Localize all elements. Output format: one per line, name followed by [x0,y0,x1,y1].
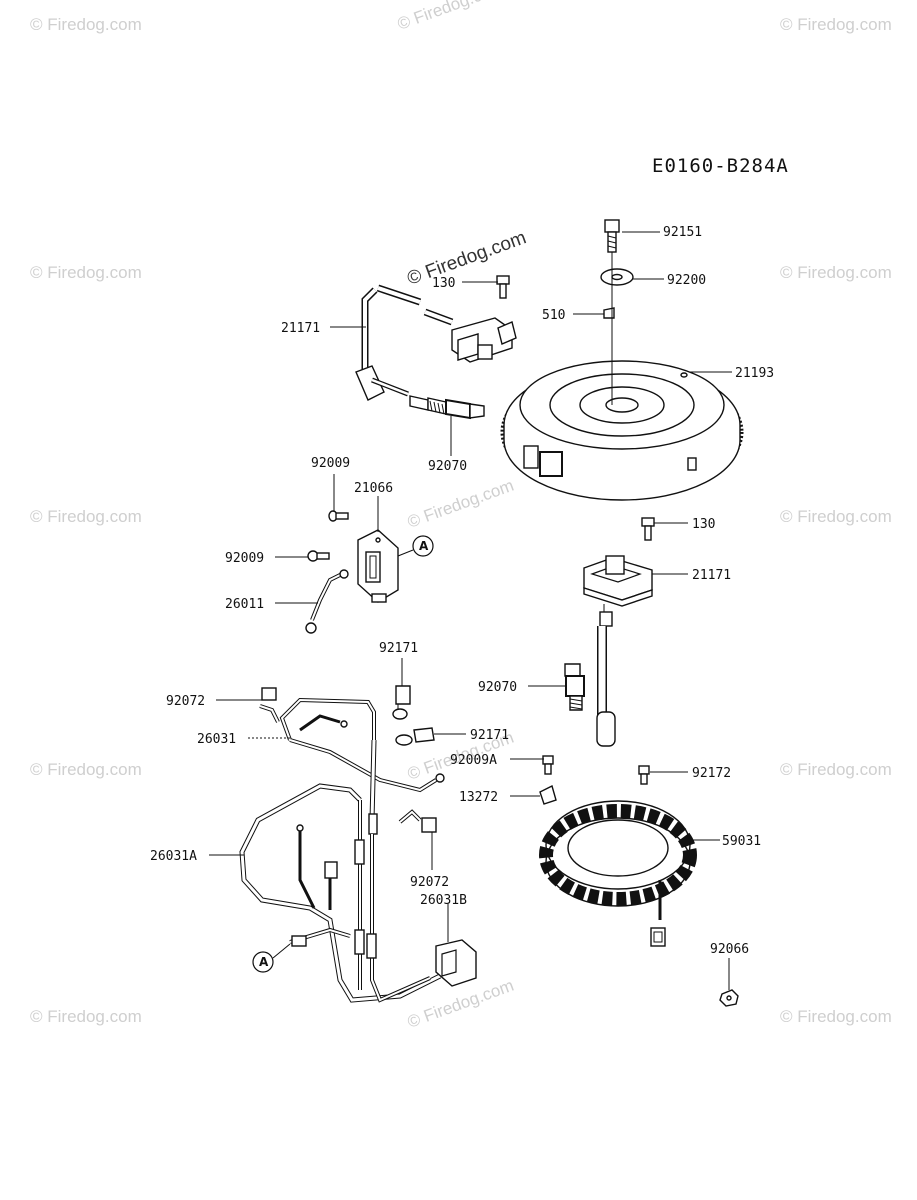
label-92171-top: 92171 [379,641,418,656]
watermark: © Firedog.com [30,263,142,282]
connector-92072-bottom [398,809,437,833]
washer-92200 [600,268,634,286]
wiring-harness-26031A [239,783,442,1003]
bolt-130-top [496,275,510,299]
svg-text:A: A [259,955,269,969]
bolt-92151 [604,219,620,253]
ignition-module-21066 [357,529,399,603]
terminal-92171-top [392,685,411,720]
label-26031B: 26031B [420,893,467,908]
label-21193: 21193 [735,366,774,381]
label-13272: 13272 [459,790,498,805]
label-21171-mid: 21171 [692,568,731,583]
label-92200: 92200 [667,273,706,288]
diagram-code: E0160-B284A [652,155,789,177]
label-26031: 26031 [197,732,236,747]
label-92009-mid: 92009 [225,551,264,566]
watermark: © Firedog.com [30,507,142,526]
spark-plug-92070-mid [564,663,585,711]
reference-marker-a-top: A [397,535,434,557]
label-92070-mid: 92070 [478,680,517,695]
watermark: © Firedog.com [405,476,516,532]
part-labels: 92151 92200 510 130 21171 21193 92070 92… [150,225,774,957]
watermark: © Firedog.com [780,1007,892,1026]
watermark: © Firedog.com [780,15,892,34]
screw-92172 [638,765,650,785]
watermark: © Firedog.com [780,507,892,526]
label-92172: 92172 [692,766,731,781]
label-92009-top: 92009 [311,456,350,471]
watermark: © Firedog.com [395,0,506,34]
watermark-center: © Firedog.com [405,227,530,289]
label-92066: 92066 [710,942,749,957]
label-92072-bottom: 92072 [410,875,449,890]
wiring-harness-26031B [289,834,477,1003]
screw-92009-top [328,510,349,522]
plate-13272 [539,784,557,805]
svg-text:A: A [419,539,429,553]
leader-lines [209,231,732,990]
terminal-92171-mid [395,727,435,746]
label-59031: 59031 [722,834,761,849]
watermark: © Firedog.com [780,760,892,779]
screw-92009A [542,755,554,775]
spark-plug-92070-top [409,395,485,420]
bolt-130-mid [641,517,655,541]
label-92171-mid: 92171 [470,728,509,743]
screw-92009-mid [307,550,330,562]
watermark: © Firedog.com [30,15,142,34]
reference-marker-a-bottom: A [252,943,291,973]
label-92151: 92151 [663,225,702,240]
label-510: 510 [542,308,565,323]
ground-wire-26011 [305,569,349,634]
flywheel-21193 [500,360,744,501]
label-26031A: 26031A [150,849,197,864]
stator-59031 [539,800,697,947]
label-21066: 21066 [354,481,393,496]
label-21171-top: 21171 [281,321,320,336]
ignition-coil-21171-mid [583,555,653,747]
label-92072-top: 92072 [166,694,205,709]
label-130-mid: 130 [692,517,715,532]
wiring-harness-26031 [259,687,445,835]
watermark: © Firedog.com [30,1007,142,1026]
label-92070-top: 92070 [428,459,467,474]
ignition-coil-21171-top [355,284,517,401]
watermark: © Firedog.com [30,760,142,779]
watermark: © Firedog.com [780,263,892,282]
label-92009A: 92009A [450,753,497,768]
nut-92066 [719,989,739,1007]
label-130-top: 130 [432,276,455,291]
label-26011: 26011 [225,597,264,612]
